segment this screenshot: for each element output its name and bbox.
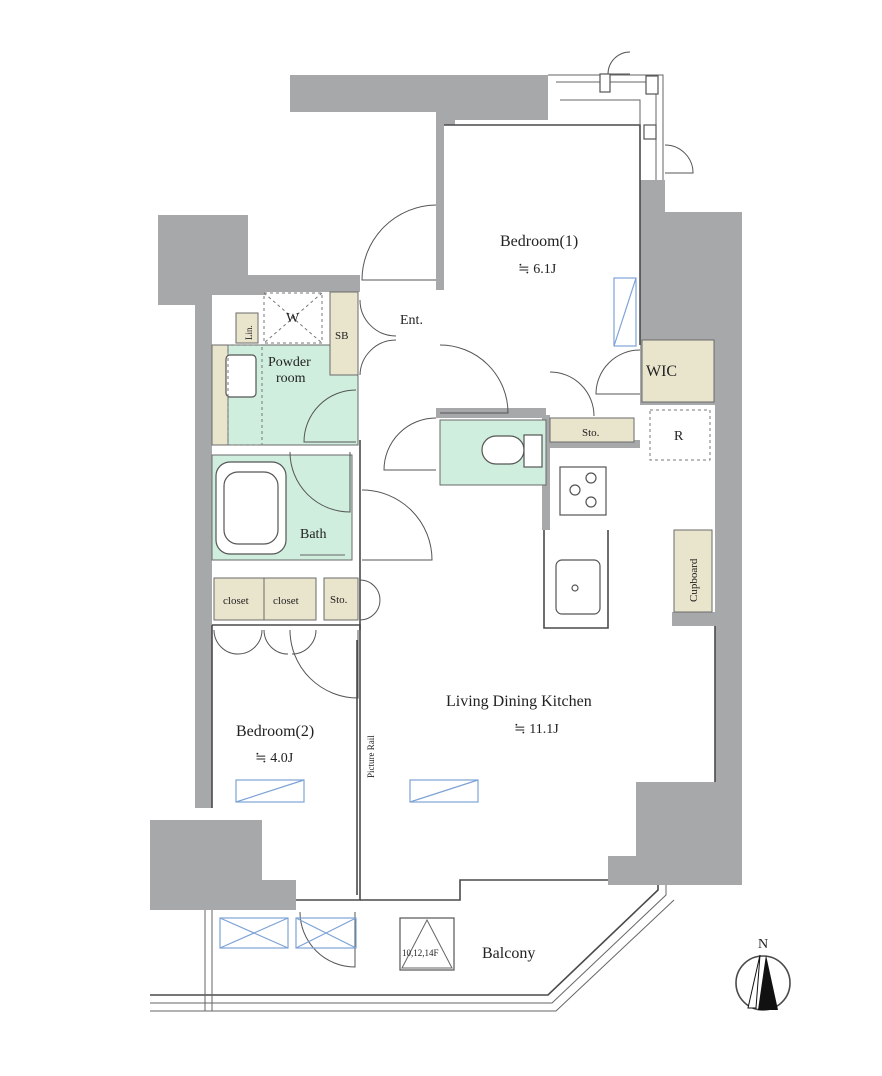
- door-bedroom2: [289, 629, 359, 699]
- label-sto-mid: Sto.: [330, 594, 348, 606]
- label-ldk: Living Dining Kitchen: [446, 693, 592, 710]
- window-bedroom1: [613, 277, 637, 347]
- storage-blocks: [211, 291, 715, 621]
- refrigerator-space: [649, 409, 711, 461]
- linen-block: [235, 312, 259, 344]
- toilet-icon: [481, 435, 525, 465]
- closet-a-block: [213, 577, 265, 621]
- escape-hatch: [399, 917, 455, 971]
- label-cupboard: Cupboard: [688, 558, 700, 602]
- label-balcony-note: 10,12,14F: [402, 948, 439, 958]
- door-right-ext: [664, 144, 694, 174]
- label-entrance: Ent.: [400, 313, 423, 328]
- label-refrigerator: R: [674, 429, 684, 444]
- fixtures: [215, 292, 711, 615]
- wall-left-lower: [150, 820, 296, 910]
- exterior-frame: [548, 73, 664, 180]
- label-powder-2: room: [276, 371, 306, 386]
- label-picture-rail: Picture Rail: [366, 735, 376, 778]
- sb-block: [329, 291, 359, 376]
- labels: Bedroom(1) ≒ 6.1J Ent. Powder room Bath …: [223, 233, 768, 962]
- door-powder: [303, 389, 357, 443]
- stove-icon: [559, 466, 607, 516]
- wall-top-left: [290, 75, 548, 125]
- label-bedroom1: Bedroom(1): [500, 233, 578, 250]
- door-closet: [213, 629, 317, 655]
- label-ldk-size: ≒ 11.1J: [514, 722, 559, 737]
- label-bedroom2: Bedroom(2): [236, 723, 314, 740]
- sto-top-block: [549, 417, 635, 443]
- door-toilet: [383, 417, 437, 471]
- door-sto-mid: [359, 579, 381, 621]
- label-closet-b: closet: [273, 595, 299, 607]
- wall-left-upper: [158, 215, 360, 312]
- room-outlines: [150, 124, 716, 1012]
- label-washer: W: [286, 311, 300, 326]
- door-hall: [361, 489, 433, 561]
- window-bedroom2: [235, 779, 305, 803]
- window-balcony-b: [295, 917, 357, 949]
- door-wic: [549, 349, 641, 417]
- wall-entry-left: [436, 112, 444, 290]
- compass: [735, 954, 791, 1011]
- window-ldk: [409, 779, 479, 803]
- door-top-right: [607, 51, 631, 75]
- label-sto-top: Sto.: [582, 427, 600, 439]
- label-bedroom2-size: ≒ 4.0J: [255, 751, 294, 766]
- label-closet-a: closet: [223, 595, 249, 607]
- wall-left-strip: [195, 305, 212, 808]
- label-bath: Bath: [300, 527, 326, 542]
- label-compass-north: N: [758, 937, 768, 952]
- label-linen: Lin.: [244, 325, 254, 340]
- door-bath: [289, 451, 351, 513]
- doors: [213, 51, 694, 968]
- label-balcony: Balcony: [482, 945, 535, 962]
- sto-mid-block: [323, 577, 359, 621]
- cupboard-block: [673, 529, 713, 613]
- door-entry: [361, 204, 437, 281]
- wall-wic-top: [548, 440, 640, 448]
- door-bedroom1: [439, 344, 509, 414]
- wic-block: [641, 339, 715, 403]
- label-powder-1: Powder: [268, 355, 311, 370]
- door-sb: [359, 299, 397, 376]
- powder-sink-icon: [225, 354, 257, 398]
- window-balcony-a: [219, 917, 289, 949]
- label-wic: WIC: [646, 363, 677, 380]
- compass-needle-icon: [758, 955, 778, 1010]
- label-bedroom1-size: ≒ 6.1J: [518, 262, 557, 277]
- door-balcony: [299, 911, 356, 968]
- windows: [219, 277, 637, 949]
- label-sb: SB: [335, 330, 348, 342]
- closet-b-block: [263, 577, 317, 621]
